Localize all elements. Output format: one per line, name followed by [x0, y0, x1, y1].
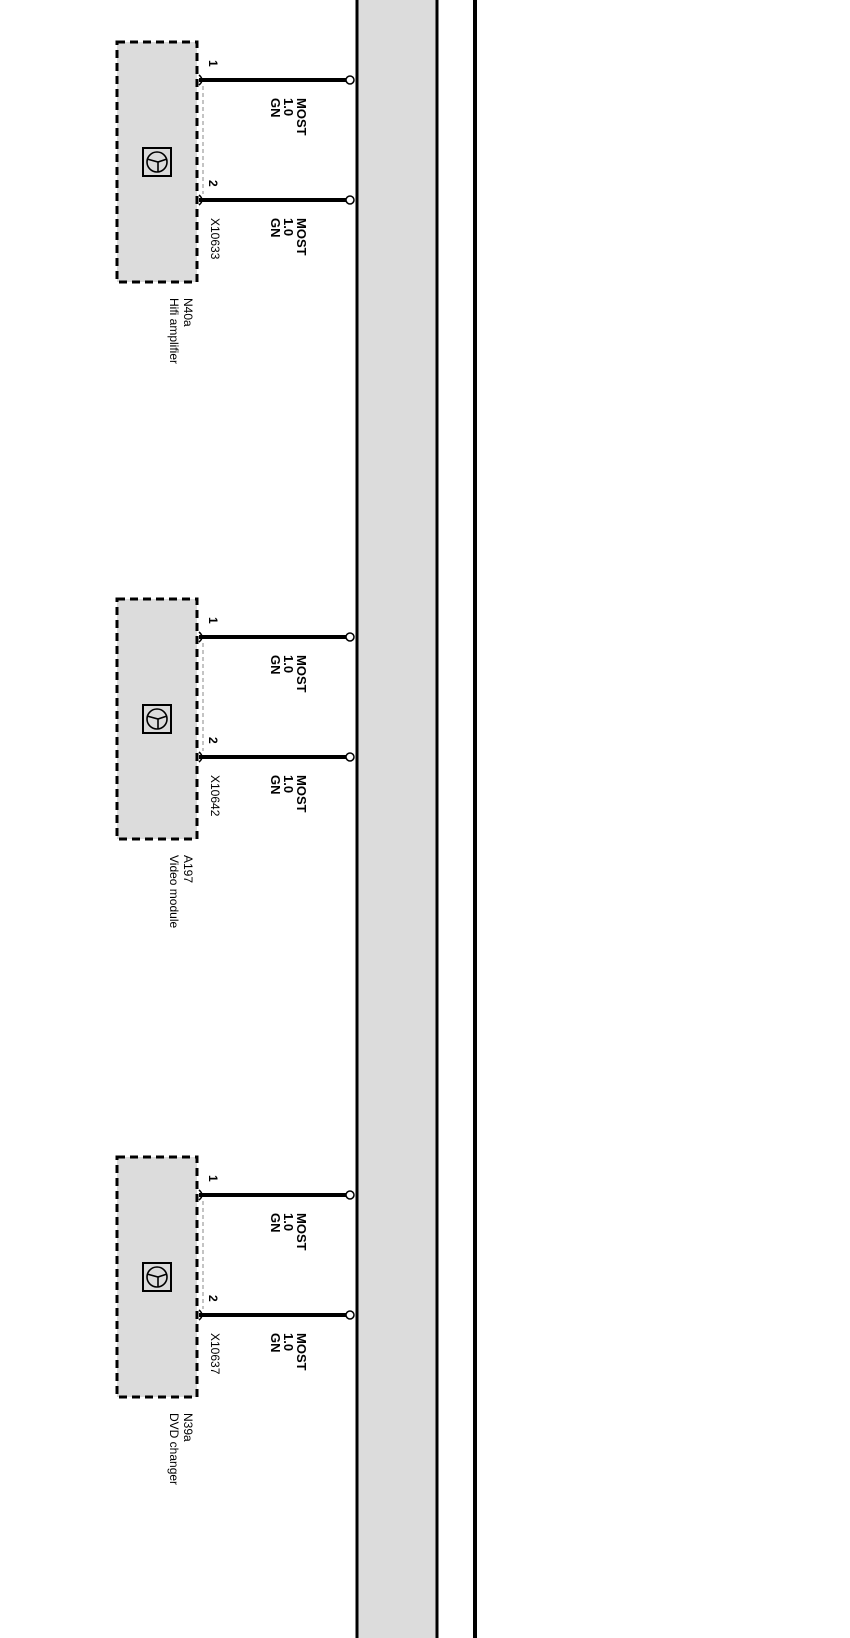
connector-label: X10642	[208, 775, 222, 817]
pin-number: 2	[206, 737, 220, 744]
wire-signal: MOST	[294, 1213, 309, 1251]
wire-color: GN	[268, 218, 283, 238]
pin-contact	[198, 631, 203, 643]
pin-number: 1	[206, 1175, 220, 1182]
wire-signal: MOST	[294, 655, 309, 693]
pin-number: 2	[206, 180, 220, 187]
connector-label: X10637	[208, 1333, 222, 1375]
module-name: Hifi amplifier	[167, 298, 181, 364]
splice-node	[345, 752, 355, 762]
pin-contact	[198, 74, 203, 86]
wire-color: GN	[268, 1213, 283, 1233]
wire-color: GN	[268, 1333, 283, 1353]
bus-harness	[355, 0, 439, 1638]
wire-signal: MOST	[294, 218, 309, 256]
wire-size: 1.0	[281, 1213, 296, 1231]
pin-contact	[198, 1309, 203, 1321]
splice-node	[345, 1190, 355, 1200]
pin-contact	[198, 1189, 203, 1201]
splice-node	[345, 195, 355, 205]
connector-label: X10633	[208, 218, 222, 260]
pin-number: 1	[206, 617, 220, 624]
wire-signal: MOST	[294, 1333, 309, 1371]
wire-color: GN	[268, 98, 283, 118]
module-box	[115, 597, 199, 841]
module-id: N40a	[181, 298, 195, 327]
pin-contact	[198, 751, 203, 763]
pin-number: 2	[206, 1295, 220, 1302]
module-id: N39a	[181, 1413, 195, 1442]
wire-color: GN	[268, 655, 283, 675]
module-id: A197	[181, 855, 195, 883]
module-name: DVD changer	[167, 1413, 181, 1485]
wire-size: 1.0	[281, 98, 296, 116]
wire-size: 1.0	[281, 655, 296, 673]
wire-color: GN	[268, 775, 283, 795]
wire-size: 1.0	[281, 1333, 296, 1351]
pin-contact	[198, 194, 203, 206]
wire-size: 1.0	[281, 775, 296, 793]
wire-signal: MOST	[294, 775, 309, 813]
pin-number: 1	[206, 60, 220, 67]
most-network-icon	[142, 147, 172, 177]
splice-node	[345, 632, 355, 642]
most-network-icon	[142, 1262, 172, 1292]
wire-size: 1.0	[281, 218, 296, 236]
splice-node	[345, 75, 355, 85]
most-network-icon	[142, 704, 172, 734]
wire-signal: MOST	[294, 98, 309, 136]
splice-node	[345, 1310, 355, 1320]
module-name: Video module	[167, 855, 181, 928]
